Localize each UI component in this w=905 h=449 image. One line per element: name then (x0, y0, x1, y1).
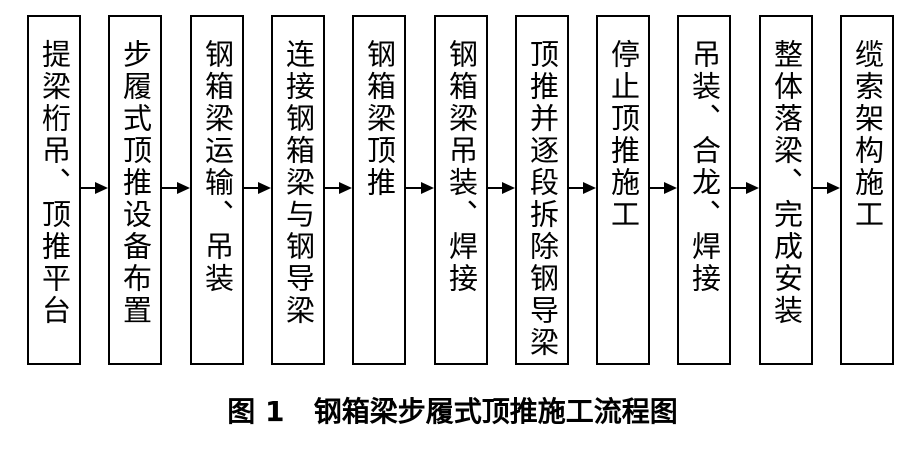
flow-arrow-5 (406, 181, 434, 195)
step-label: 停止顶推施工 (606, 39, 641, 231)
step-label: 吊装、合龙、焊接 (687, 39, 722, 295)
step-box-1: 提梁桁吊、顶推平台 (27, 15, 81, 365)
step-box-7: 顶推并逐段拆除钢导梁 (515, 15, 569, 365)
step-label: 整体落梁、完成安装 (769, 39, 804, 327)
flow-arrow-1 (81, 181, 108, 195)
figure-caption: 图 1 钢箱梁步履式顶推施工流程图 (227, 395, 678, 428)
flow-arrow-10 (813, 181, 840, 195)
flow-arrow-3 (244, 181, 271, 195)
step-label: 步履式顶推设备布置 (118, 39, 153, 327)
step-box-11: 缆索架构施工 (840, 15, 894, 365)
flow-arrow-8 (650, 181, 677, 195)
step-box-9: 吊装、合龙、焊接 (677, 15, 731, 365)
step-label: 钢箱梁顶推 (362, 39, 397, 199)
step-label: 提梁桁吊、顶推平台 (37, 39, 72, 327)
step-box-8: 停止顶推施工 (596, 15, 650, 365)
step-label: 钢箱梁吊装、焊接 (444, 39, 479, 295)
flow-arrow-6 (488, 181, 515, 195)
flow-arrow-7 (569, 181, 596, 195)
flow-arrow-9 (731, 181, 759, 195)
step-box-5: 钢箱梁顶推 (352, 15, 406, 365)
flowchart: 提梁桁吊、顶推平台 步履式顶推设备布置 钢箱梁运输、吊装 连接钢箱梁与钢导梁 钢箱梁顶推… (27, 15, 894, 365)
step-label: 顶推并逐段拆除钢导梁 (525, 39, 560, 359)
step-box-2: 步履式顶推设备布置 (108, 15, 162, 365)
step-box-3: 钢箱梁运输、吊装 (190, 15, 244, 365)
flow-arrow-4 (325, 181, 352, 195)
step-box-6: 钢箱梁吊装、焊接 (434, 15, 488, 365)
flow-arrow-2 (162, 181, 190, 195)
step-box-10: 整体落梁、完成安装 (759, 15, 813, 365)
step-box-4: 连接钢箱梁与钢导梁 (271, 15, 325, 365)
step-label: 钢箱梁运输、吊装 (200, 39, 235, 295)
step-label: 连接钢箱梁与钢导梁 (281, 39, 316, 327)
step-label: 缆索架构施工 (850, 39, 885, 231)
